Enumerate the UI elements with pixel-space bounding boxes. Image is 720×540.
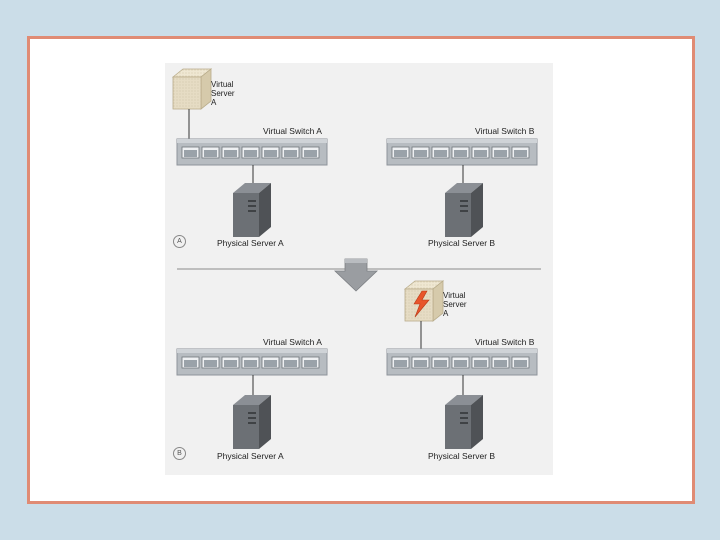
virtual-server-a-cube-icon bbox=[172, 68, 212, 110]
physical-server-a-icon bbox=[233, 395, 271, 449]
physical-server-b-label: Physical Server B bbox=[428, 238, 496, 248]
virtual-switch-a-icon bbox=[176, 348, 328, 376]
virtual-switch-a-label: Virtual Switch A bbox=[263, 126, 322, 136]
panel-tag-a: A bbox=[173, 235, 186, 248]
physical-server-a-icon bbox=[233, 183, 271, 237]
migration-diagram: Virtual Server A Virtual Switch A Virtua… bbox=[165, 63, 553, 475]
physical-server-a-label: Physical Server A bbox=[217, 451, 284, 461]
virtual-switch-a-label: Virtual Switch A bbox=[263, 337, 322, 347]
physical-server-b-icon bbox=[445, 183, 483, 237]
physical-server-a-label: Physical Server A bbox=[217, 238, 284, 248]
virtual-server-a-label: Virtual Server A bbox=[211, 80, 235, 107]
virtual-switch-a-icon bbox=[176, 138, 328, 166]
panel-b bbox=[176, 280, 538, 449]
virtual-switch-b-label: Virtual Switch B bbox=[475, 126, 535, 136]
virtual-server-a-cube-icon bbox=[404, 280, 444, 322]
virtual-switch-b-icon bbox=[386, 138, 538, 166]
virtual-server-a-label: Virtual Server A bbox=[443, 291, 467, 318]
virtual-switch-b-icon bbox=[386, 348, 538, 376]
virtual-switch-b-label: Virtual Switch B bbox=[475, 337, 535, 347]
lightning-bolt-icon bbox=[413, 290, 430, 318]
diagram-canvas bbox=[172, 68, 541, 449]
physical-server-b-label: Physical Server B bbox=[428, 451, 496, 461]
panel-a bbox=[172, 68, 538, 237]
panel-tag-b: B bbox=[173, 447, 186, 460]
physical-server-b-icon bbox=[445, 395, 483, 449]
down-arrow-icon bbox=[334, 258, 378, 292]
